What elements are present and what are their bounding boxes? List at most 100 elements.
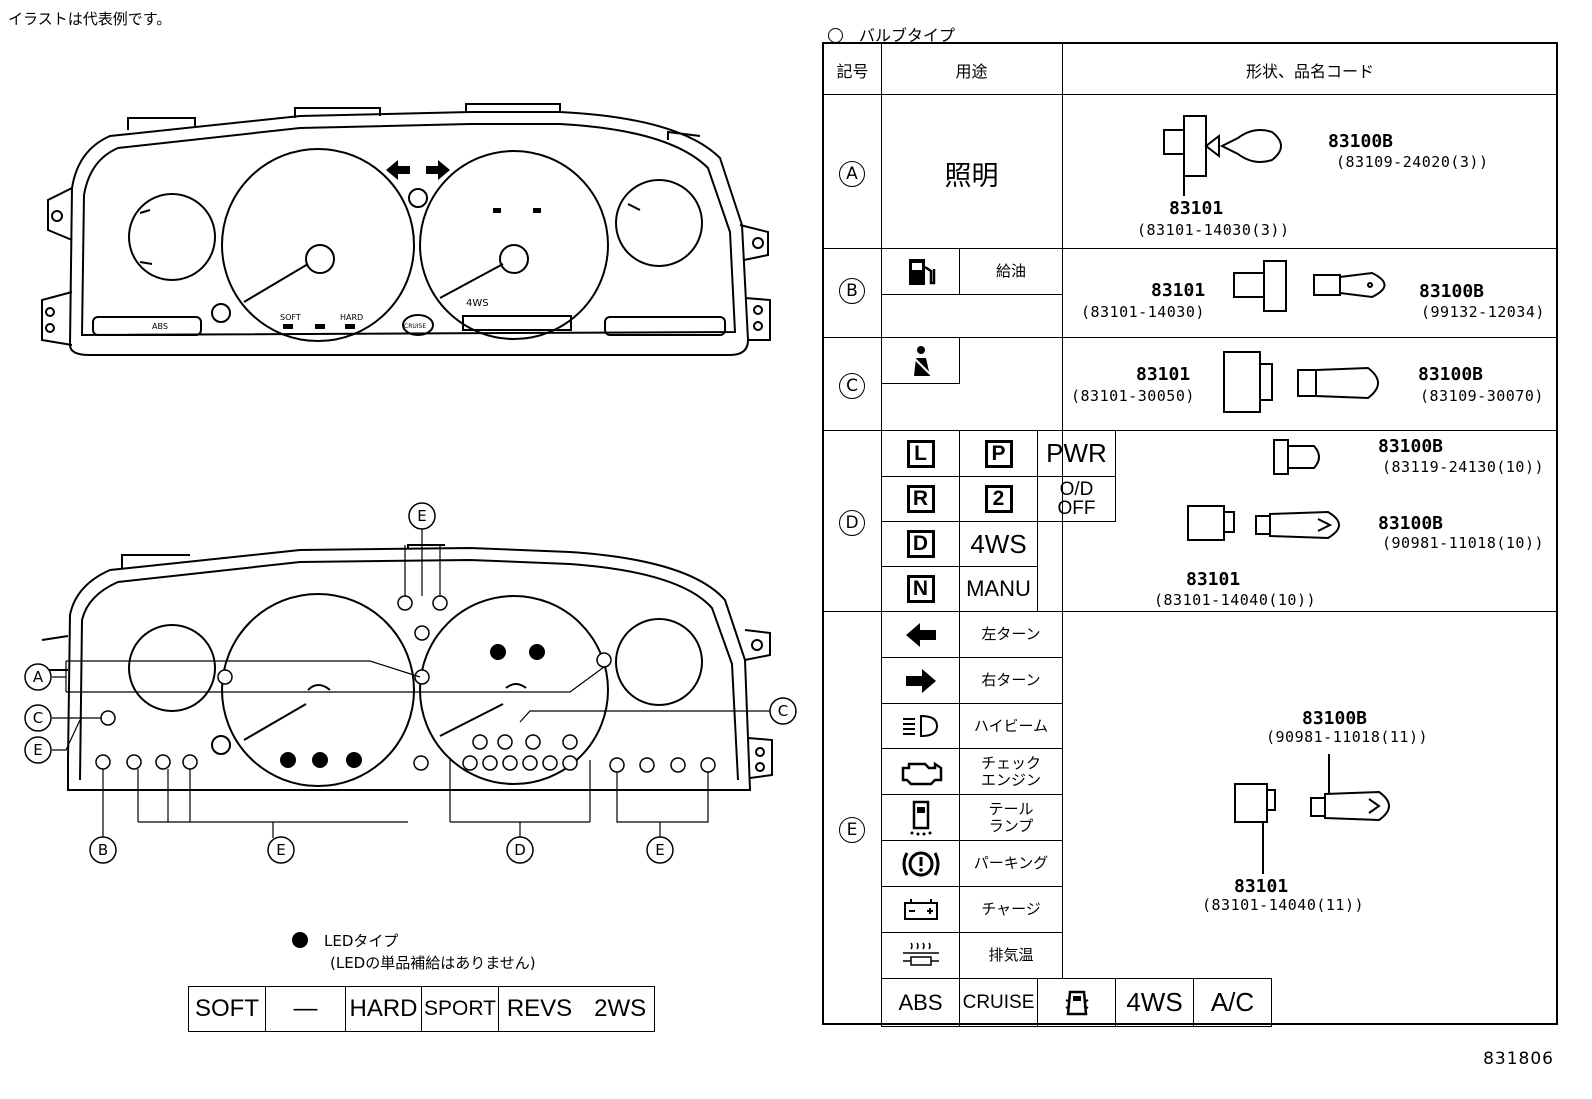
row-b-pn-socket: 83101 [1151,280,1206,301]
left-turn-icon-cell [881,611,960,658]
right-turn-icon-cell [881,657,960,704]
bulb-c-illustration [1223,351,1379,413]
upper-soft-label: SOFT [280,313,301,322]
parking-brake-icon-cell [881,840,960,887]
exhaust-temp-icon-cell [881,932,960,979]
lower-cluster-outline [67,546,752,791]
callout-c-left: C [33,709,43,727]
led-dash: — [265,986,346,1032]
row-d-code-bulb2: (90981-11018(10)) [1382,534,1545,552]
door-ajar-icon-cell [1037,978,1116,1027]
row-e-use-charge: チャージ [959,886,1063,933]
led-sport: SPORT [421,986,499,1032]
row-e-use-left-turn: 左ターン [959,611,1063,658]
row-c-symbol: C [839,373,865,399]
indicator-d: D [881,521,960,567]
tail-lamp-icon [910,800,931,835]
bulb-e-illustration [1234,754,1390,874]
bulb-d-illustration [1187,439,1340,541]
row-b-use: 給油 [959,248,1063,295]
indicator-abs: ABS [881,978,960,1027]
row-d-pn-bulb1: 83100B [1378,436,1444,457]
battery-icon [903,898,938,920]
callout-d: D [514,841,526,859]
fuel-icon-cell [881,248,960,295]
indicator-l: L [881,430,960,477]
row-e-use-right-turn: 右ターン [959,657,1063,704]
row-a-pn-bulb: 83100B [1328,131,1394,152]
row-d-code-socket: (83101-14040(10)) [1154,591,1317,609]
row-e-use-tail-lamp: テールランプ [959,794,1063,841]
indicator-ac: A/C [1193,978,1272,1027]
row-e-use-parking: パーキング [959,840,1063,887]
row-c-pn-socket: 83101 [1136,364,1191,385]
door-ajar-icon [1065,990,1088,1015]
parking-brake-icon [902,851,939,876]
led-hard: HARD [345,986,422,1032]
row-c-code-bulb: (83109-30070) [1420,387,1544,405]
row-a-code-bulb: (83109-24020(3)) [1336,153,1489,171]
callout-e-bottom: E [276,841,285,859]
high-beam-icon-cell [881,703,960,749]
charge-icon-cell [881,886,960,933]
check-engine-icon [901,761,942,785]
led-soft: SOFT [188,986,266,1032]
indicator-4ws-bottom: 4WS [1115,978,1194,1027]
row-d-code-bulb1: (83119-24130(10)) [1382,458,1545,476]
bulb-a-illustration [1163,115,1282,196]
row-e-pn-socket: 83101 [1234,876,1289,897]
callout-c-right: C [778,702,788,720]
high-beam-icon [902,714,938,738]
led-note: (LEDの単品補給はありません) [330,954,536,972]
indicator-cruise: CRUISE [959,978,1038,1027]
seatbelt-icon-cell [881,337,960,384]
callout-b: B [98,841,108,859]
callout-a: A [33,668,44,686]
indicator-r: R [881,476,960,522]
row-e-use-exhaust-temp: 排気温 [959,932,1063,979]
row-e-code-bulb: (90981-11018(11)) [1266,728,1429,746]
upper-4ws-label: 4WS [466,298,489,309]
tail-lamp-icon-cell [881,794,960,841]
fuel-icon [908,258,935,285]
row-b-symbol: B [839,278,865,304]
row-d-pn-bulb2: 83100B [1378,513,1444,534]
bulb-circle-icon [828,28,843,43]
indicator-n: N [881,566,960,612]
row-e-use-check-engine: チェックエンジン [959,748,1063,795]
row-c-pn-bulb: 83100B [1418,364,1484,385]
callout-e-top: E [417,507,426,525]
row-a-use: 照明 [944,161,999,192]
header-use: 用途 [955,62,988,81]
bulb-table: 記号 用途 形状、品名コード A 照明 83100B (83109-24020(… [822,42,1558,1027]
indicator-pwr: PWR [1037,430,1116,477]
header-shape: 形状、品名コード [1245,62,1374,81]
upper-abs-label: ABS [152,322,168,331]
document-number: 831806 [1483,1049,1554,1069]
right-turn-icon [905,668,936,693]
left-turn-icon [905,622,936,647]
upper-cruise-label: CRUISE [404,323,426,330]
check-engine-icon-cell [881,748,960,795]
callout-e-right: E [655,841,664,859]
row-a-symbol: A [839,161,865,187]
row-b-code-socket: (83101-14030) [1081,303,1205,321]
indicator-2: 2 [959,476,1038,522]
upper-cluster-outline [68,111,750,356]
row-d-symbol: D [839,510,865,536]
indicator-4ws: 4WS [959,521,1038,567]
row-b-code-bulb: (99132-12034) [1421,303,1545,321]
indicator-manu: MANU [959,566,1038,612]
exhaust-temp-icon [902,942,939,966]
led-dot-icon [292,932,308,948]
row-b-pn-bulb: 83100B [1419,281,1485,302]
indicator-p: P [959,430,1038,477]
cluster-drawings: SOFT HARD ABS 4WS CRUISE [24,103,797,864]
row-a-code-socket: (83101-14030(3)) [1137,221,1290,239]
callout-e-left: E [33,741,42,759]
row-d-pn-socket: 83101 [1186,569,1241,590]
illustration-note: イラストは代表例です。 [8,10,172,28]
upper-hard-label: HARD [340,313,363,322]
